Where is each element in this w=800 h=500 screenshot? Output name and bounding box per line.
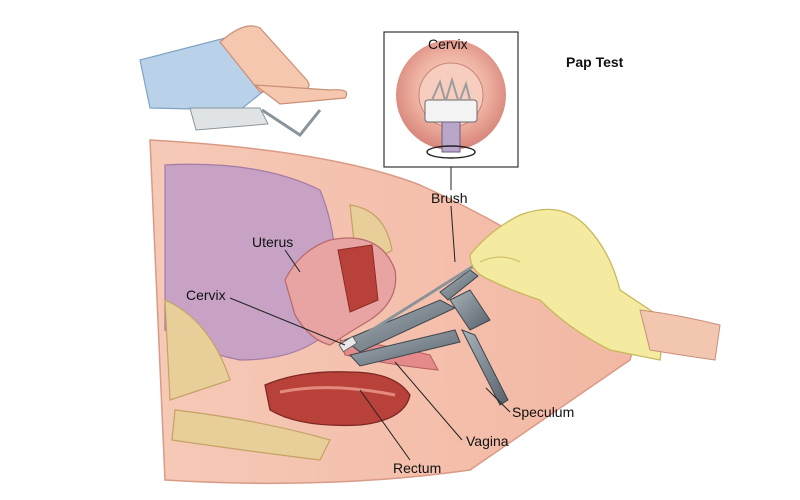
- exam-table: [189, 107, 269, 131]
- inset-brush-head: [424, 99, 478, 123]
- glove-finger-crease: [479, 256, 521, 263]
- label-inset-cervix: Cervix: [428, 36, 468, 52]
- vagina-leader: [394, 361, 463, 441]
- label-uterus: Uterus: [252, 234, 294, 250]
- lower-bone: [171, 409, 331, 461]
- brush-leader-2: [450, 205, 456, 263]
- rectum-highlight: [279, 386, 396, 397]
- diagram-title: Pap Test: [566, 54, 624, 70]
- leader-lines: [229, 167, 511, 461]
- label-cervix: Cervix: [186, 287, 226, 303]
- brush-tip: [338, 335, 358, 353]
- cervix-leader: [229, 297, 346, 346]
- gloved-hand: [469, 208, 721, 361]
- speculum-handle: [460, 329, 509, 406]
- inset-brush-handle: [441, 121, 461, 153]
- speculum: [344, 269, 509, 406]
- label-speculum: Speculum: [512, 404, 575, 420]
- inset-bristles: [431, 76, 471, 101]
- forearm: [639, 309, 721, 361]
- rectum-leader: [359, 389, 411, 461]
- uterine-cavity: [337, 244, 379, 313]
- cervix-inset: [383, 31, 519, 168]
- label-rectum: Rectum: [393, 460, 442, 476]
- label-brush: Brush: [431, 190, 468, 206]
- stirrup: [261, 108, 322, 138]
- uterus-leader: [284, 249, 301, 273]
- speculum-hinge: [449, 289, 491, 331]
- speculum-thumb-lever: [439, 269, 479, 301]
- patient-on-exam-table: [139, 25, 348, 138]
- speculum-leader: [485, 387, 511, 413]
- rotation-arrow-icon: [426, 145, 476, 159]
- pelvic-cross-section: [149, 139, 633, 485]
- speculum-lower-blade: [349, 329, 461, 367]
- rectum: [264, 371, 411, 427]
- pubic-bone: [164, 299, 231, 401]
- label-vagina: Vagina: [466, 433, 509, 449]
- brush-rod: [347, 260, 481, 347]
- patient-foot: [253, 84, 348, 105]
